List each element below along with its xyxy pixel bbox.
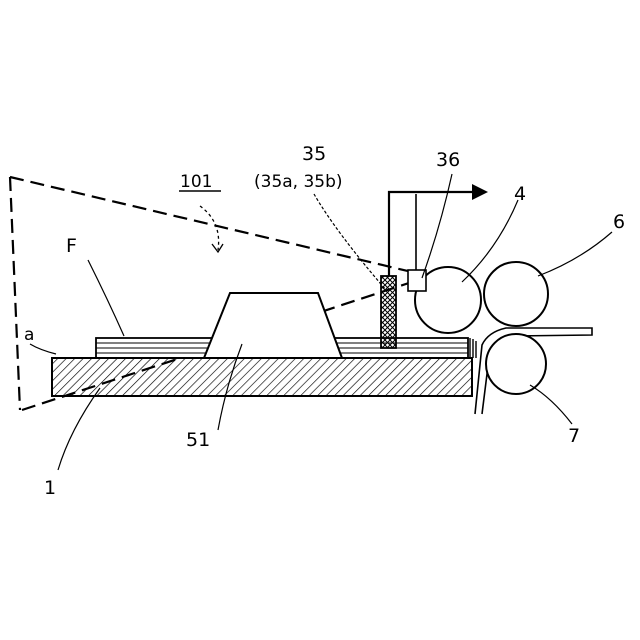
label-35: 35 [302, 143, 326, 165]
label-a: a [24, 325, 34, 345]
label-101: 101 [180, 172, 212, 192]
roller-6 [484, 262, 548, 326]
label-1: 1 [44, 477, 56, 499]
label-7: 7 [568, 425, 580, 447]
label-6: 6 [613, 211, 625, 233]
label-35-sub: (35a, 35b) [254, 172, 343, 192]
label-36: 36 [436, 149, 460, 171]
label-51: 51 [186, 429, 210, 451]
view-direction-arrow [200, 206, 223, 252]
label-4: 4 [514, 183, 526, 205]
signal-arrow [389, 184, 488, 276]
tray [52, 358, 472, 396]
block-51 [204, 293, 342, 358]
roller-7 [486, 334, 546, 394]
label-f: F [66, 235, 77, 257]
